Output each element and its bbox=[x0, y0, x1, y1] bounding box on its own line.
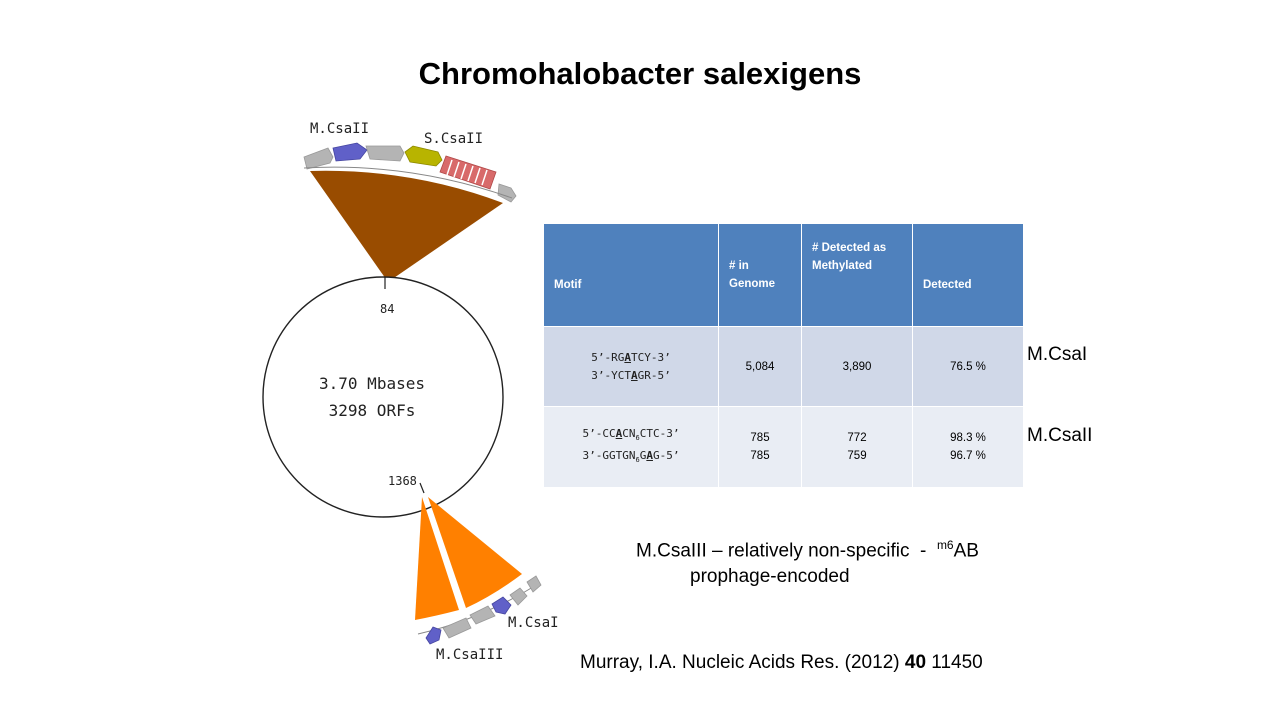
gene-arrow-gray bbox=[526, 575, 542, 593]
table-row: 5’-RGATCY-3’ 3’-YCTAGR-5’ 5,084 3,890 76… bbox=[544, 326, 1023, 407]
header-detected: Detected bbox=[912, 224, 1023, 327]
motif-cell: 5’-CCACN6CTC-3’ 3’-GGTGN6GAG-5’ bbox=[544, 406, 719, 487]
motif-bottom-strand: 3’-GGTGN6GAG-5’ bbox=[582, 449, 680, 465]
mcsaiii-note: M.CsaIII – relatively non-specific - m6A… bbox=[636, 538, 979, 562]
label-scsaii: S.CsaII bbox=[424, 131, 483, 147]
row-label-mcsai: M.CsaI bbox=[1027, 344, 1088, 365]
header-motif: Motif bbox=[544, 224, 719, 327]
top-arc-line bbox=[303, 166, 513, 199]
label-mcsaii: M.CsaII bbox=[310, 121, 369, 137]
prophage-note: prophage-encoded bbox=[690, 566, 850, 587]
motif-top-strand: 5’-CCACN6CTC-3’ bbox=[582, 426, 680, 442]
motif-cell: 5’-RGATCY-3’ 3’-YCTAGR-5’ bbox=[544, 326, 719, 407]
label-mcsaiii: M.CsaIII bbox=[436, 647, 503, 663]
header-in-genome: # in Genome bbox=[718, 224, 802, 327]
methylated-count: 3,890 bbox=[801, 326, 913, 407]
methylation-table: Motif # in Genome # Detected as Methylat… bbox=[544, 224, 1023, 487]
marker-top-label: 84 bbox=[380, 302, 394, 316]
genome-orf-label: 3298 ORFs bbox=[329, 401, 416, 420]
row-label-mcsaii: M.CsaII bbox=[1027, 425, 1093, 446]
page-title: Chromohalobacter salexigens bbox=[418, 56, 862, 91]
genome-map: M.CsaII S.CsaII 84 1368 3.70 Mbases 3298… bbox=[262, 121, 559, 663]
gene-arrow-hatched bbox=[439, 155, 497, 190]
gene-arrow-scsaii bbox=[404, 145, 443, 167]
header-detected-methylated: # Detected as Methylated bbox=[801, 224, 913, 327]
motif-bottom-strand: 3’-YCTAGR-5’ bbox=[591, 368, 671, 382]
gene-arrow-mcsaii bbox=[332, 142, 368, 162]
citation: Murray, I.A. Nucleic Acids Res. (2012) 4… bbox=[580, 652, 983, 673]
gene-arrow-gray bbox=[365, 145, 405, 162]
genome-circle bbox=[262, 276, 504, 518]
marker-bottom-label: 1368 bbox=[388, 474, 417, 488]
bottom-region-wedge-right bbox=[428, 497, 522, 608]
gene-arrow-gray bbox=[303, 147, 334, 170]
gene-arrow-mcsai bbox=[491, 596, 512, 615]
top-region-wedge bbox=[310, 170, 503, 282]
gene-arrow-gray bbox=[442, 617, 472, 639]
motif-top-strand: 5’-RGATCY-3’ bbox=[591, 350, 671, 364]
marker-tick-bottom bbox=[419, 482, 425, 494]
genome-size-label: 3.70 Mbases bbox=[319, 374, 425, 393]
gene-arrow-gray bbox=[469, 605, 496, 625]
gene-arrow-gray bbox=[509, 587, 528, 606]
detected-percent: 98.3 %96.7 % bbox=[912, 406, 1023, 487]
gene-arrow-mcsaiii bbox=[425, 626, 442, 645]
genome-count: 5,084 bbox=[718, 326, 802, 407]
gene-arrow-gray bbox=[497, 183, 517, 203]
bottom-region-wedge-left bbox=[415, 497, 459, 620]
detected-percent: 76.5 % bbox=[912, 326, 1023, 407]
label-mcsai: M.CsaI bbox=[508, 615, 559, 631]
